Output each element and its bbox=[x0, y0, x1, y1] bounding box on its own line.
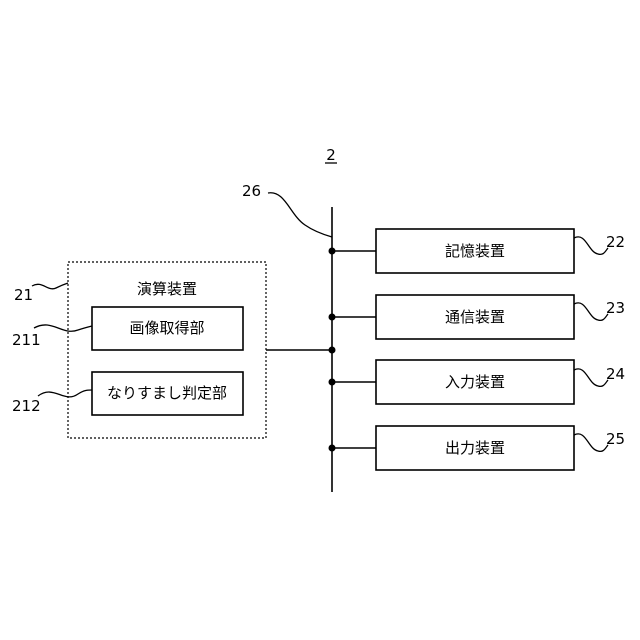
device-junction-23 bbox=[329, 314, 336, 321]
system-ref-label: 2 bbox=[326, 146, 336, 164]
processor-ref-label: 21 bbox=[14, 286, 33, 304]
processor-ref-leader bbox=[32, 283, 68, 289]
device-ref-22: 22 bbox=[606, 233, 625, 251]
module-ref-leader-212 bbox=[38, 390, 92, 397]
device-ref-24: 24 bbox=[606, 365, 625, 383]
device-label-24: 入力装置 bbox=[445, 373, 505, 391]
device-ref-leader-25 bbox=[574, 434, 608, 452]
device-ref-leader-23 bbox=[574, 303, 608, 321]
device-label-22: 記憶装置 bbox=[445, 242, 505, 260]
device-ref-25: 25 bbox=[606, 430, 625, 448]
bus-ref-label: 26 bbox=[242, 182, 261, 200]
device-ref-leader-24 bbox=[574, 369, 608, 387]
module-label-212: なりすまし判定部 bbox=[107, 384, 227, 402]
device-ref-leader-22 bbox=[574, 237, 608, 255]
processor-bus-junction bbox=[329, 347, 336, 354]
device-label-23: 通信装置 bbox=[445, 308, 505, 326]
device-junction-22 bbox=[329, 248, 336, 255]
device-junction-25 bbox=[329, 445, 336, 452]
module-label-211: 画像取得部 bbox=[129, 319, 204, 337]
module-ref-212: 212 bbox=[12, 397, 41, 415]
device-label-25: 出力装置 bbox=[445, 439, 505, 457]
device-ref-23: 23 bbox=[606, 299, 625, 317]
module-ref-leader-211 bbox=[34, 325, 92, 331]
bus-ref-leader bbox=[268, 193, 332, 237]
processor-title: 演算装置 bbox=[137, 280, 197, 298]
device-junction-24 bbox=[329, 379, 336, 386]
module-ref-211: 211 bbox=[12, 331, 41, 349]
